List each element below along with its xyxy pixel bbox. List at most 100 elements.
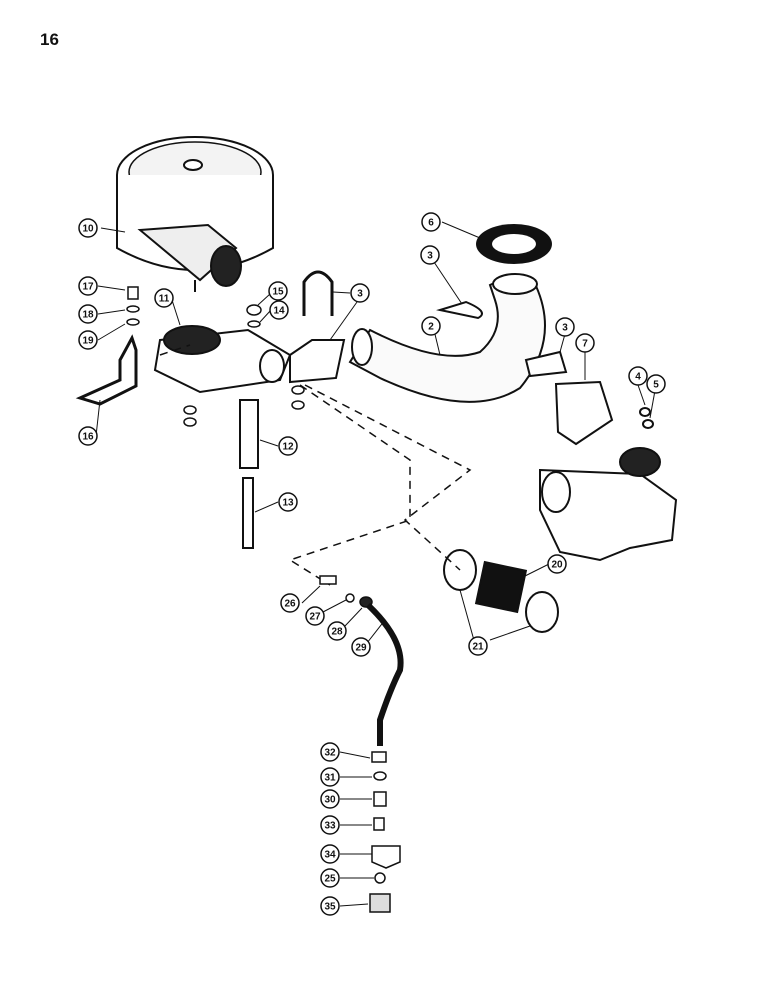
intake-elbow [539, 447, 678, 562]
callout-21: 21 [468, 636, 488, 656]
callout-33: 33 [320, 815, 340, 835]
callout-circle [78, 330, 98, 350]
rubber-seal [476, 224, 552, 264]
callout-circle [78, 218, 98, 238]
callout-circle [555, 317, 575, 337]
callout-circle [78, 304, 98, 324]
callout-label: 19 [82, 336, 94, 347]
callout-circle [350, 283, 370, 303]
callout-circle [268, 281, 288, 301]
callout-label: 35 [324, 902, 336, 913]
callout-circle [351, 637, 371, 657]
tube [239, 399, 259, 469]
callout-34: 34 [320, 844, 340, 864]
hose-connector [443, 549, 559, 633]
callout-label: 26 [284, 599, 296, 610]
callout-label: 33 [324, 821, 336, 832]
callout-label: 6 [428, 218, 434, 229]
callout-18: 18 [78, 304, 98, 324]
callout-14: 14 [269, 300, 289, 320]
callout-13: 13 [278, 492, 298, 512]
callout-circle [646, 374, 666, 394]
callout-circle [320, 815, 340, 835]
callout-circle [327, 621, 347, 641]
callout-label: 31 [324, 773, 336, 784]
callout-label: 21 [472, 642, 484, 653]
callout-5: 5 [646, 374, 666, 394]
callout-4: 4 [628, 366, 648, 386]
callout-label: 15 [272, 287, 284, 298]
u-bolt [302, 270, 334, 316]
routing-dashes [159, 344, 472, 586]
callout-label: 3 [357, 289, 363, 300]
callout-circle [278, 492, 298, 512]
callout-circle [320, 844, 340, 864]
callout-label: 17 [82, 282, 94, 293]
callout-circle [280, 593, 300, 613]
callout-circle [421, 212, 441, 232]
callout-label: 30 [324, 795, 336, 806]
leader-lines [95, 221, 657, 907]
callout-label: 5 [653, 380, 659, 391]
wire-clip [436, 300, 483, 320]
callout-circle [320, 742, 340, 762]
callout-circle [575, 333, 595, 353]
callout-label: 7 [582, 339, 588, 350]
right-bracket [524, 350, 654, 446]
page-number: 16 [40, 30, 59, 49]
callout-label: 18 [82, 310, 94, 321]
callout-label: 32 [324, 748, 336, 759]
callout-circle [320, 868, 340, 888]
callout-25: 25 [320, 868, 340, 888]
callout-circle [305, 606, 325, 626]
callout-label: 28 [331, 627, 343, 638]
callout-circle [278, 436, 298, 456]
callout-label: 11 [159, 294, 170, 305]
callout-17: 17 [78, 276, 98, 296]
callout-circle [78, 426, 98, 446]
fitting-set [319, 575, 373, 608]
callout-label: 12 [282, 442, 294, 453]
callout-15: 15 [268, 281, 288, 301]
callout-26: 26 [280, 593, 300, 613]
callout-circle [320, 789, 340, 809]
callout-2: 2 [421, 316, 441, 336]
callout-label: 4 [635, 372, 641, 383]
callout-label: 25 [324, 874, 336, 885]
callout-label: 3 [562, 323, 568, 334]
callout-group: 1063332745171819111514161213202126272829… [78, 212, 666, 916]
callout-label: 29 [355, 643, 367, 654]
bolt-washer-stack [126, 286, 140, 326]
callout-12: 12 [278, 436, 298, 456]
callout-27: 27 [305, 606, 325, 626]
callout-label: 20 [551, 560, 563, 571]
air-cleaner-canister [116, 136, 274, 292]
callout-28: 28 [327, 621, 347, 641]
callout-16: 16 [78, 426, 98, 446]
callout-label: 2 [428, 322, 434, 333]
callout-32: 32 [320, 742, 340, 762]
callout-label: 34 [324, 850, 336, 861]
callout-30: 30 [320, 789, 340, 809]
callout-circle [421, 316, 441, 336]
callout-circle [547, 554, 567, 574]
callout-11: 11 [154, 288, 174, 308]
callout-20: 20 [547, 554, 567, 574]
threaded-rod [242, 477, 254, 549]
callout-label: 16 [82, 432, 94, 443]
callout-circle [320, 767, 340, 787]
support-strap [75, 334, 138, 406]
callout-label: 13 [282, 498, 294, 509]
lower-fittings [369, 751, 401, 913]
callout-label: 27 [309, 612, 321, 623]
nut-set [183, 304, 305, 427]
mounting-bracket [153, 325, 346, 394]
callout-19: 19 [78, 330, 98, 350]
hose [365, 602, 404, 746]
callout-31: 31 [320, 767, 340, 787]
callout-label: 14 [273, 306, 285, 317]
callout-label: 10 [82, 224, 94, 235]
callout-6: 6 [421, 212, 441, 232]
callout-35: 35 [320, 896, 340, 916]
